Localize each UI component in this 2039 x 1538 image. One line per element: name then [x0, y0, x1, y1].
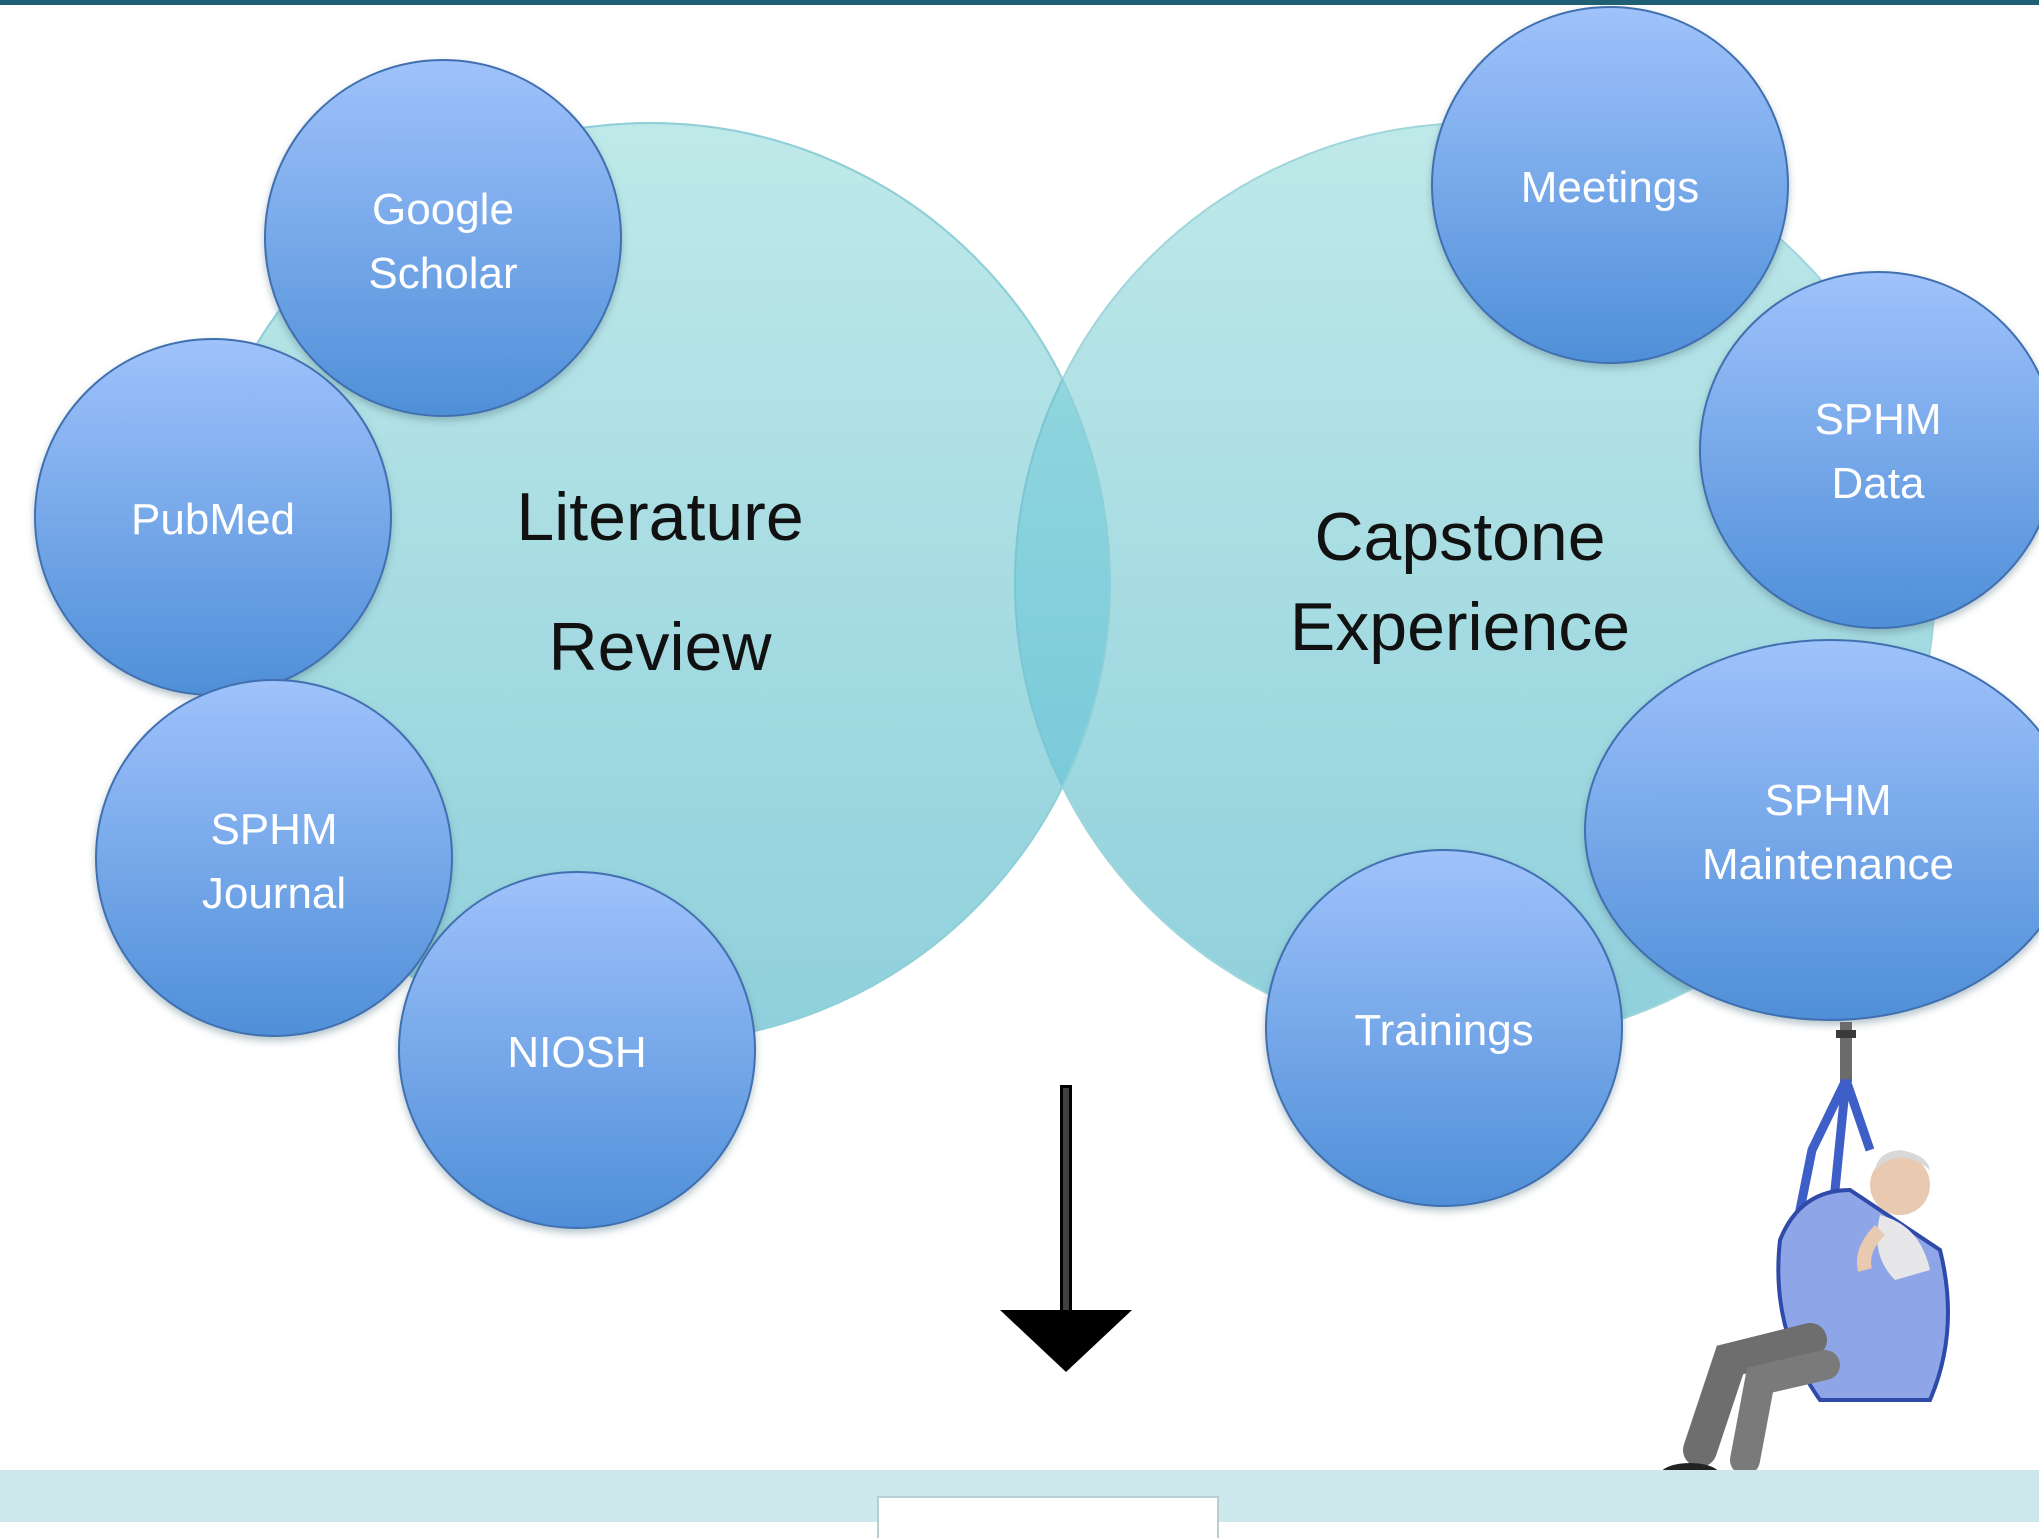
- bubble-label: SPHM: [210, 805, 337, 854]
- source-bubble-meetings: Meetings: [1431, 6, 1789, 364]
- source-bubble-trainings: Trainings: [1265, 849, 1623, 1207]
- source-bubble-sphm-maintenance: SPHM Maintenance: [1584, 639, 2039, 1021]
- bubble-label: SPHM: [1764, 776, 1891, 825]
- source-bubble-sphm-journal: SPHM Journal: [95, 679, 453, 1037]
- bubble-label: Trainings: [1354, 1006, 1533, 1055]
- bubble-label: Meetings: [1521, 163, 1700, 212]
- patient-sling-lift-icon: [1660, 1022, 1950, 1490]
- source-bubble-niosh: NIOSH: [398, 871, 756, 1229]
- bubble-label: Journal: [202, 869, 346, 918]
- capstone-label-line2: Experience: [1290, 589, 1630, 665]
- bubble-label: Google: [372, 185, 514, 234]
- bubble-label: PubMed: [131, 495, 295, 544]
- literature-label-line1: Literature: [516, 479, 803, 555]
- source-bubble-google-scholar: Google Scholar: [264, 59, 622, 417]
- venn-overlap: [1014, 123, 1110, 1043]
- bubble-label: SPHM: [1814, 395, 1941, 444]
- source-bubble-sphm-data: SPHM Data: [1699, 271, 2039, 629]
- bubble-label: Data: [1832, 459, 1925, 508]
- down-arrow-icon: [1000, 1085, 1132, 1372]
- top-rule: [0, 0, 2039, 5]
- bubble-label: Maintenance: [1702, 840, 1954, 889]
- literature-label-line2: Review: [549, 609, 773, 685]
- capstone-label-line1: Capstone: [1314, 499, 1605, 575]
- bottom-placeholder-box: [877, 1496, 1219, 1538]
- bubble-label: NIOSH: [507, 1028, 646, 1077]
- source-bubble-pubmed: PubMed: [34, 338, 392, 696]
- bubble-label: Scholar: [368, 249, 517, 298]
